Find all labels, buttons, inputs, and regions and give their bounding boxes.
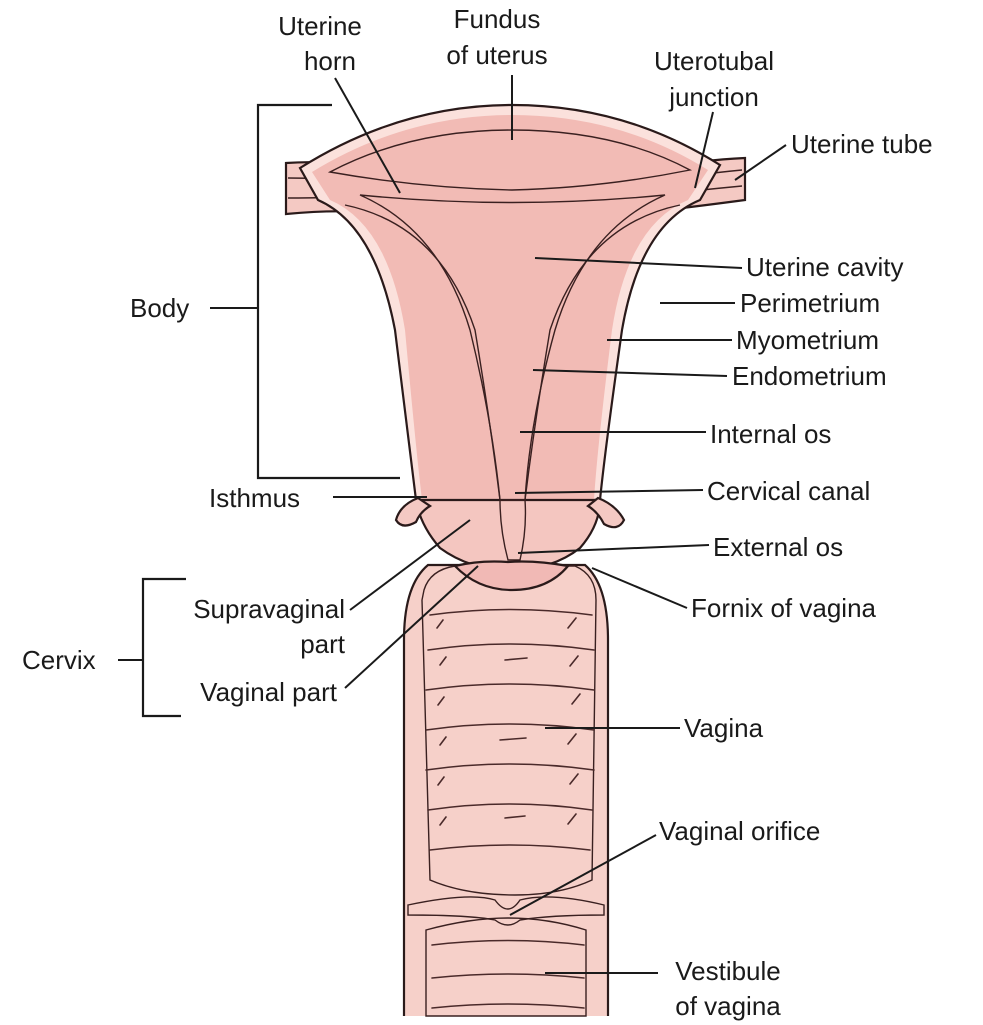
label-myometrium: Myometrium [736,325,879,355]
label-vestibule-line1: Vestibule [675,956,781,986]
label-isthmus: Isthmus [209,483,300,513]
label-perimetrium: Perimetrium [740,288,880,318]
label-fornix: Fornix of vagina [691,593,877,623]
label-fundus-line2: of uterus [446,40,547,70]
label-uterine-horn-line2: horn [304,46,356,76]
cervix-bracket [143,579,186,716]
label-uterine-cavity: Uterine cavity [746,252,904,282]
label-cervical-canal: Cervical canal [707,476,870,506]
label-vaginal-part: Vaginal part [200,677,338,707]
label-vagina: Vagina [684,713,764,743]
vagina-illustration [404,565,608,1016]
label-internal-os: Internal os [710,419,831,449]
label-uterine-horn-line1: Uterine [278,11,362,41]
label-supravaginal-line2: part [300,629,346,659]
vagina-wall [404,565,608,1016]
label-body: Body [130,293,189,323]
myometrium-layer [312,115,708,500]
label-uterine-tube: Uterine tube [791,129,933,159]
label-external-os: External os [713,532,843,562]
label-cervix: Cervix [22,645,96,675]
label-fundus-line1: Fundus [454,4,541,34]
label-vaginal-orifice: Vaginal orifice [659,816,820,846]
uterus-illustration [286,105,745,590]
label-supravaginal-line1: Supravaginal [193,594,345,624]
label-endometrium: Endometrium [732,361,887,391]
label-uterotubal-junction-line1: Uterotubal [654,46,774,76]
leader-fornix [592,568,687,608]
label-vestibule-line2: of vagina [675,991,781,1021]
label-uterotubal-junction-line2: junction [668,82,759,112]
